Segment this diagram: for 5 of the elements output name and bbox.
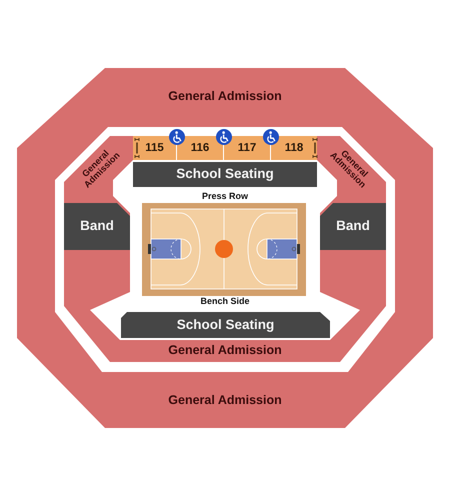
area-label: Press Row: [202, 192, 248, 202]
section-label: General Admission: [168, 344, 282, 358]
section-label: General Admission: [168, 90, 282, 104]
area-label: Bench Side: [200, 297, 250, 307]
section-label: General Admission: [168, 394, 282, 408]
